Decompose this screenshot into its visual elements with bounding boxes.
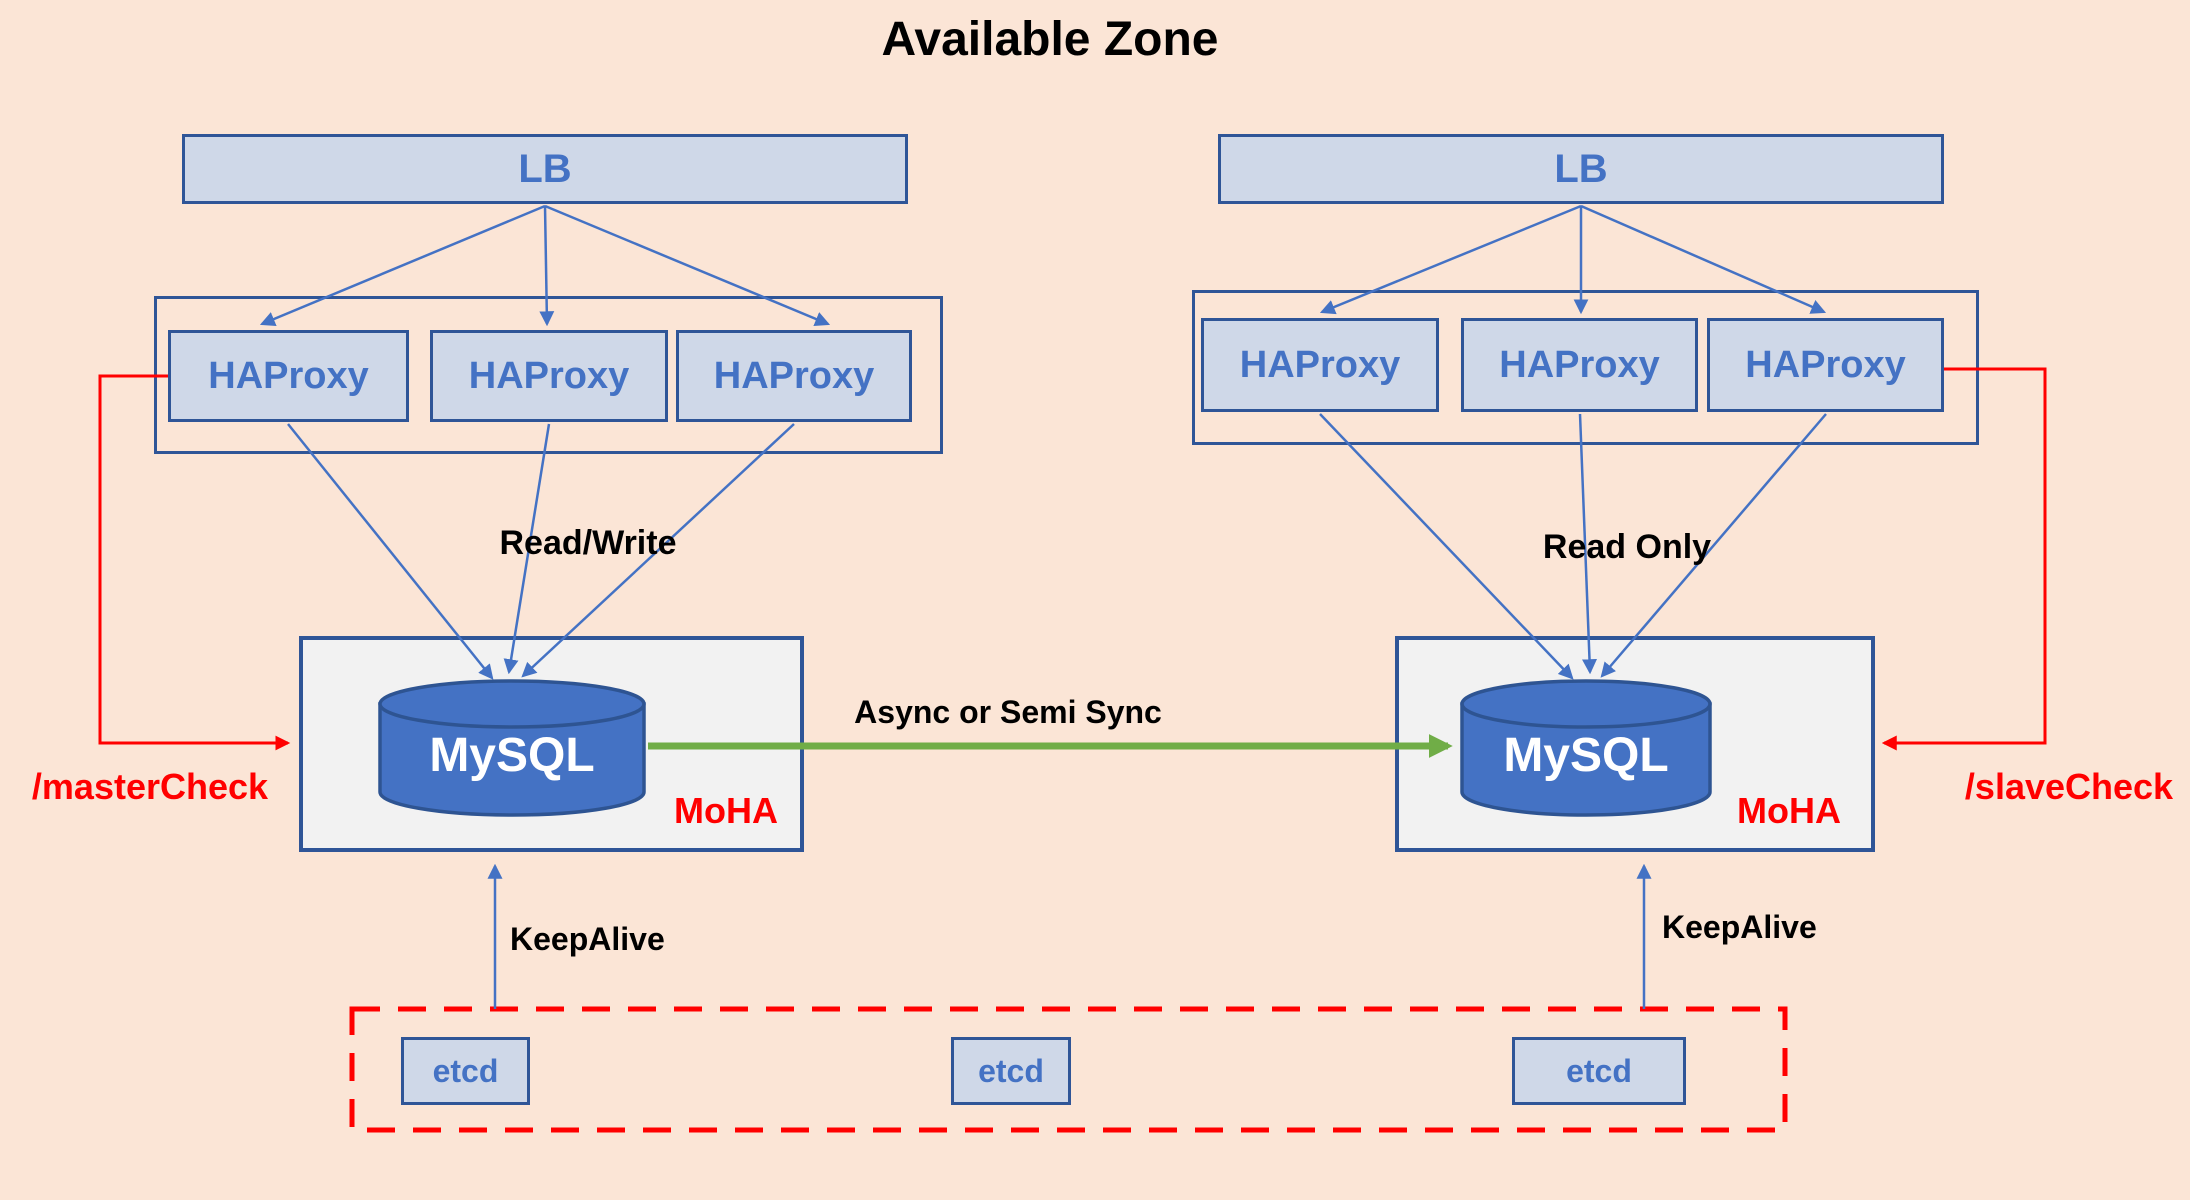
haproxy-node-left-1: HAProxy [168,330,409,422]
haproxy-label: HAProxy [1499,343,1660,386]
slave-check-label: /slaveCheck [1964,766,2174,807]
haproxy-label: HAProxy [1239,343,1401,386]
page-title: Available Zone [881,13,1219,66]
haproxy-node-left-2: HAProxy [430,330,668,422]
etcd-node-2: etcd [951,1037,1071,1105]
master-check-label: /masterCheck [31,766,269,807]
read-write-label: Read/Write [499,524,677,562]
etcd-node-3: etcd [1512,1037,1686,1105]
etcd-label: etcd [1566,1052,1632,1089]
mysql-label-right: MySQL [1503,729,1669,782]
lb-label-right: LB [1554,146,1608,191]
etcd-node-1: etcd [401,1037,530,1105]
read-only-label: Read Only [1542,528,1712,566]
haproxy-label: HAProxy [1745,343,1906,386]
keepalive-label-left: KeepAlive [510,921,665,957]
mysql-label-left: MySQL [429,729,595,782]
haproxy-node-right-1: HAProxy [1201,318,1439,412]
keepalive-label-right: KeepAlive [1662,909,1817,945]
haproxy-label: HAProxy [208,354,369,397]
lb-box-left: LB [182,134,908,204]
etcd-label: etcd [978,1052,1044,1089]
etcd-label: etcd [432,1052,499,1089]
haproxy-node-right-3: HAProxy [1707,318,1944,412]
haproxy-node-right-2: HAProxy [1461,318,1698,412]
haproxy-label: HAProxy [468,354,630,397]
lb-label-left: LB [518,146,572,191]
moha-label-right: MoHA [1737,790,1841,831]
lb-box-right: LB [1218,134,1944,204]
haproxy-node-left-3: HAProxy [676,330,912,422]
replication-label: Async or Semi Sync [854,694,1162,730]
haproxy-label: HAProxy [713,354,875,397]
moha-label-left: MoHA [674,790,778,831]
